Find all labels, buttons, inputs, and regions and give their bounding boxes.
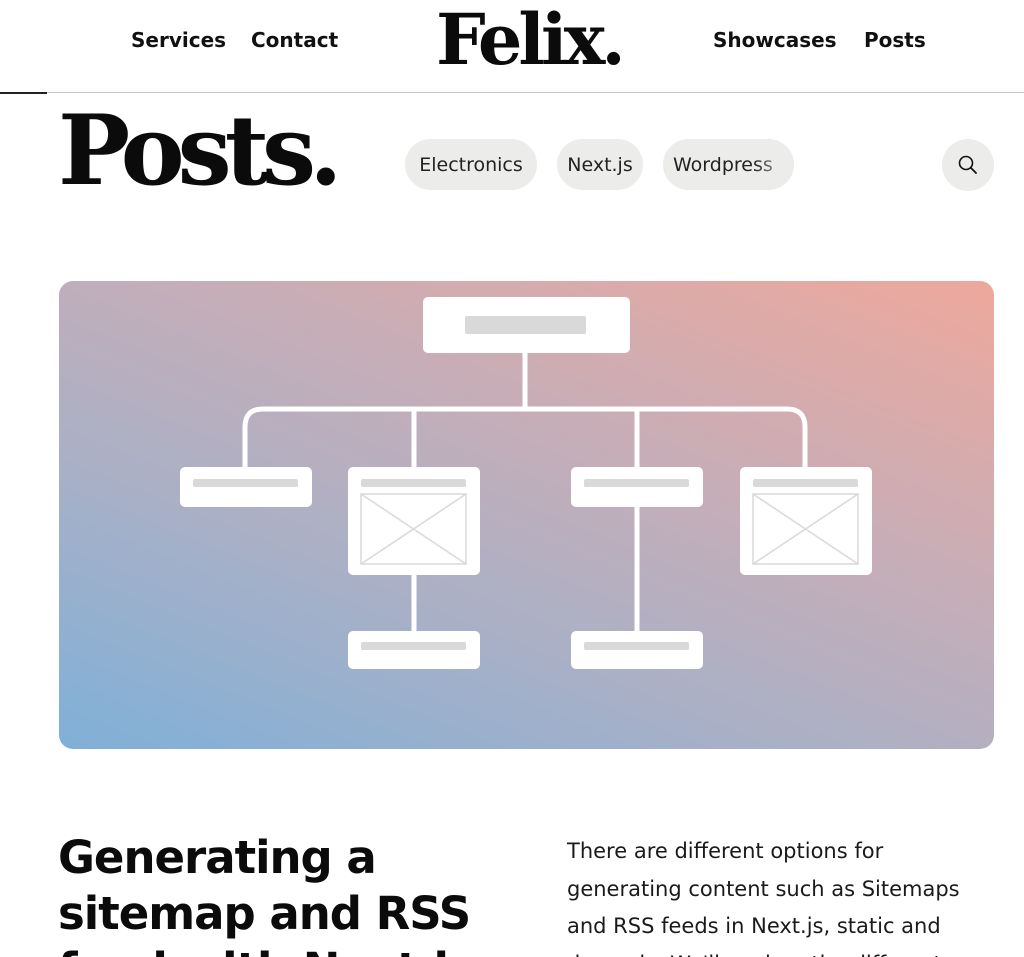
featured-post-image[interactable] xyxy=(59,281,994,749)
tag-electronics[interactable]: Electronics xyxy=(405,139,537,190)
site-header: Services Contact Felix. Showcases Posts xyxy=(0,0,1024,93)
search-icon xyxy=(958,155,977,174)
nav-link-showcases[interactable]: Showcases xyxy=(713,28,837,52)
scroll-progress-indicator xyxy=(0,92,47,94)
sitemap-illustration xyxy=(180,297,872,669)
page-title: Posts. xyxy=(58,94,342,207)
site-logo[interactable]: Felix. xyxy=(436,0,626,81)
tag-nextjs[interactable]: Next.js xyxy=(557,139,643,190)
post-title[interactable]: Generating a sitemap and RSS feed with N… xyxy=(58,831,475,957)
post-excerpt: There are different options for generati… xyxy=(567,839,960,957)
nav-link-services[interactable]: Services xyxy=(131,28,227,52)
search-button[interactable] xyxy=(942,139,994,191)
nav-link-contact[interactable]: Contact xyxy=(251,28,339,52)
tag-wordpress[interactable]: Wordpress xyxy=(663,139,794,190)
nav-link-posts[interactable]: Posts xyxy=(864,28,926,52)
